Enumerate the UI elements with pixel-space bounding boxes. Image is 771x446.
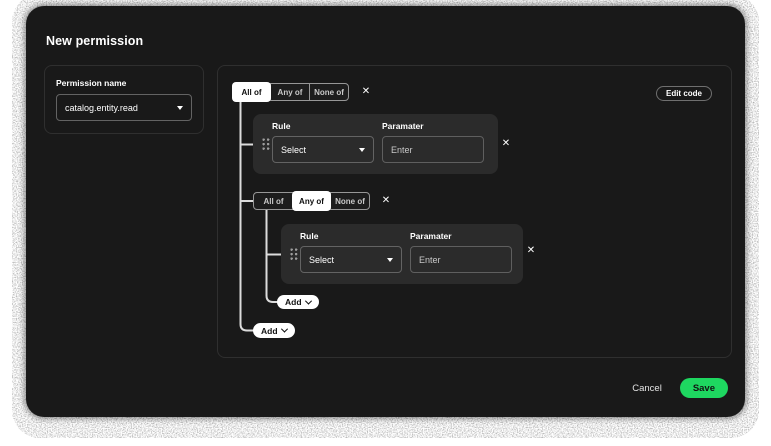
group-2-any-of-segment[interactable]: Any of [292, 191, 331, 211]
group-2-all-of-segment[interactable]: All of [254, 193, 293, 209]
close-icon: ✕ [526, 245, 536, 256]
dialog-footer: Cancel Save [632, 378, 728, 398]
drag-handle-icon[interactable] [290, 248, 298, 261]
group-1-any-of-segment[interactable]: Any of [270, 84, 309, 100]
group-2-none-of-segment[interactable]: None of [330, 193, 369, 209]
rule-select-2[interactable]: Select [300, 246, 402, 273]
group-2-add-button[interactable]: Add [277, 295, 319, 309]
group-2-remove-button[interactable]: ✕ [378, 193, 394, 209]
page-title: New permission [46, 34, 144, 48]
chevron-down-icon [359, 147, 365, 152]
group-1-remove-button[interactable]: ✕ [358, 84, 374, 100]
save-button[interactable]: Save [679, 378, 728, 398]
close-icon: ✕ [361, 86, 371, 97]
rule-select-1-value: Select [281, 144, 307, 155]
group-1-all-of-segment[interactable]: All of [232, 82, 271, 102]
parameter-input-2[interactable] [410, 246, 512, 273]
drag-handle-icon[interactable] [262, 138, 270, 151]
permission-name-panel: Permission name catalog.entity.read [44, 65, 204, 134]
cancel-button[interactable]: Cancel [632, 382, 662, 394]
rule-2-remove-button[interactable]: ✕ [523, 243, 539, 259]
group-1-add-button[interactable]: Add [253, 323, 295, 338]
permission-name-select[interactable]: catalog.entity.read [56, 94, 192, 121]
chevron-down-icon [387, 257, 393, 262]
permission-name-value: catalog.entity.read [65, 102, 138, 113]
rule-card-2: Rule Select Paramater [281, 224, 523, 284]
group-1-none-of-segment[interactable]: None of [309, 84, 348, 100]
new-permission-dialog: New permission Permission name catalog.e… [26, 6, 745, 417]
rule-label: Rule [300, 231, 319, 241]
rule-1-remove-button[interactable]: ✕ [498, 136, 514, 152]
group-1-operator-toggle: All of Any of None of [232, 82, 349, 102]
rule-label: Rule [272, 121, 291, 131]
chevron-down-icon [280, 325, 288, 333]
parameter-input-1[interactable] [382, 136, 484, 163]
close-icon: ✕ [501, 138, 511, 149]
parameter-label: Paramater [410, 231, 452, 241]
tree-connector-lines [239, 101, 282, 332]
close-icon: ✕ [381, 195, 391, 206]
parameter-label: Paramater [382, 121, 424, 131]
rule-select-2-value: Select [309, 254, 335, 265]
chevron-down-icon [304, 297, 312, 305]
chevron-down-icon [177, 105, 183, 110]
edit-code-button[interactable]: Edit code [655, 86, 712, 101]
add-button-label: Add [285, 297, 302, 307]
permission-name-label: Permission name [56, 78, 127, 88]
add-button-label: Add [261, 325, 278, 336]
rule-builder-panel: Edit code All of Any of None of ✕ Rule S… [217, 65, 732, 358]
rule-card-1: Rule Select Paramater [253, 114, 498, 174]
group-2-operator-toggle: All of Any of None of [253, 191, 370, 211]
rule-select-1[interactable]: Select [272, 136, 374, 163]
